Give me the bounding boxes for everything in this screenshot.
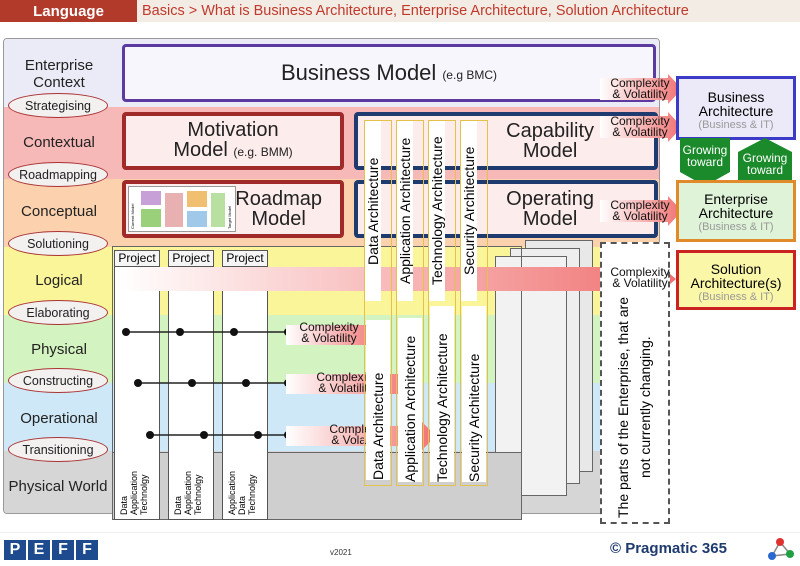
thumb-block — [141, 191, 161, 205]
security-architecture-label-lower: Security Architecture — [462, 306, 486, 482]
process-constructing: Constructing — [8, 368, 108, 393]
application-architecture-label-lower: Application Architecture — [398, 318, 422, 482]
business-model-label: Business Model — [281, 60, 437, 85]
process-solutioning: Solutioning — [8, 231, 108, 256]
security-architecture-label: Security Architecture — [461, 121, 477, 301]
project-items: Application Data Technolgy — [227, 470, 257, 515]
peff-logo-letter: F — [52, 540, 74, 560]
thumb-block — [187, 191, 207, 207]
complexity-label: Complexity & Volatility — [610, 198, 670, 223]
complexity-arrow — [600, 74, 682, 104]
breadcrumb[interactable]: Basics > What is Business Architecture, … — [142, 3, 689, 19]
project-label: Project — [223, 251, 267, 267]
technology-architecture-label-lower: Technology Architecture — [430, 306, 454, 482]
application-architecture-label: Application Architecture — [397, 121, 413, 301]
growing-toward-arrow-right — [738, 138, 792, 186]
project-connectors — [122, 328, 294, 439]
footer-line — [0, 532, 800, 533]
business-architecture-sub: (Business & IT) — [698, 119, 774, 131]
growing-toward-label: Growing toward — [742, 151, 788, 177]
project-items: Data Application Technolgy — [173, 470, 203, 515]
growing-toward-label: Growing toward — [682, 143, 728, 169]
complexity-label: Complexity & Volatility — [610, 76, 670, 101]
unchanging-note: The parts of the Enterprise, that are no… — [615, 296, 653, 518]
process-roadmapping: Roadmapping — [8, 162, 108, 187]
thumb-target-label: Target Model — [227, 205, 232, 229]
thumb-current-label: Current Model — [130, 203, 135, 229]
data-architecture-column[interactable]: Data Architecture — [364, 120, 392, 486]
technology-architecture-label: Technology Architecture — [429, 121, 445, 301]
growing-toward-arrow-left — [680, 138, 730, 186]
peff-logo-letter: F — [76, 540, 98, 560]
security-architecture-column[interactable]: Security Architecture — [460, 120, 488, 486]
complexity-arrow — [600, 196, 682, 226]
complexity-label: Complexity & Volatility — [610, 114, 670, 139]
complexity-arrow — [600, 112, 682, 142]
data-architecture-label-lower: Data Architecture — [366, 320, 390, 480]
complexity-arrow — [286, 321, 384, 349]
version-label: v2021 — [330, 548, 352, 557]
application-architecture-column[interactable]: Application Architecture — [396, 120, 424, 486]
project-items: Data Application Technolgy — [119, 470, 149, 515]
project-label: Project — [115, 251, 159, 267]
copyright-label: © Pragmatic 365 — [610, 540, 727, 557]
business-architecture-label: Business Architecture — [698, 89, 774, 119]
language-button[interactable]: Language — [0, 0, 137, 22]
thumb-block — [211, 193, 225, 227]
enterprise-architecture-box[interactable]: Enterprise Architecture (Business & IT) — [676, 180, 796, 242]
solution-architecture-sub: (Business & IT) — [698, 291, 774, 303]
business-architecture-box[interactable]: Business Architecture (Business & IT) — [676, 76, 796, 140]
enterprise-architecture-sub: (Business & IT) — [698, 221, 774, 233]
peff-logo-letter: E — [28, 540, 50, 560]
peff-logo-letter: P — [4, 540, 26, 560]
level-contextual: Contextual — [23, 133, 95, 151]
solution-architecture-box[interactable]: Solution Architecture(s) (Business & IT) — [676, 250, 796, 310]
enterprise-architecture-label: Enterprise Architecture — [698, 191, 774, 221]
motivation-model-note: (e.g. BMM) — [233, 145, 293, 159]
level-conceptual: Conceptual — [21, 202, 97, 220]
roadmap-thumbnail: Current Model Target Model — [128, 186, 236, 232]
complexity-label: Complexity & Volatility — [610, 265, 670, 290]
complexity-label: Complexity & Volatility — [299, 320, 359, 345]
data-architecture-label: Data Architecture — [365, 121, 381, 301]
business-model-box[interactable]: Business Model (e.g BMC) — [122, 44, 656, 102]
peff-logo: P E F F — [4, 540, 98, 560]
level-physical-world: Physical World — [8, 477, 108, 495]
thumb-block — [187, 211, 207, 227]
process-strategising: Strategising — [8, 93, 108, 118]
level-enterprise-context: Enterprise Context — [24, 57, 94, 91]
unchanging-parts-box: The parts of the Enterprise, that are no… — [600, 242, 670, 524]
process-elaborating: Elaborating — [8, 300, 108, 325]
molecule-icon — [768, 538, 794, 560]
business-model-note: (e.g BMC) — [442, 68, 497, 82]
solution-architecture-label: Solution Architecture(s) — [690, 261, 782, 291]
level-logical: Logical — [35, 271, 83, 289]
complexity-label: Complexity & Volatility — [316, 370, 376, 395]
header-bar — [0, 0, 800, 22]
process-transitioning: Transitioning — [8, 437, 108, 462]
level-physical: Physical — [31, 340, 87, 358]
thumb-block — [141, 209, 161, 227]
level-operational: Operational — [20, 409, 98, 427]
project-label: Project — [169, 251, 213, 267]
thumb-block — [165, 193, 183, 227]
technology-architecture-column[interactable]: Technology Architecture — [428, 120, 456, 486]
